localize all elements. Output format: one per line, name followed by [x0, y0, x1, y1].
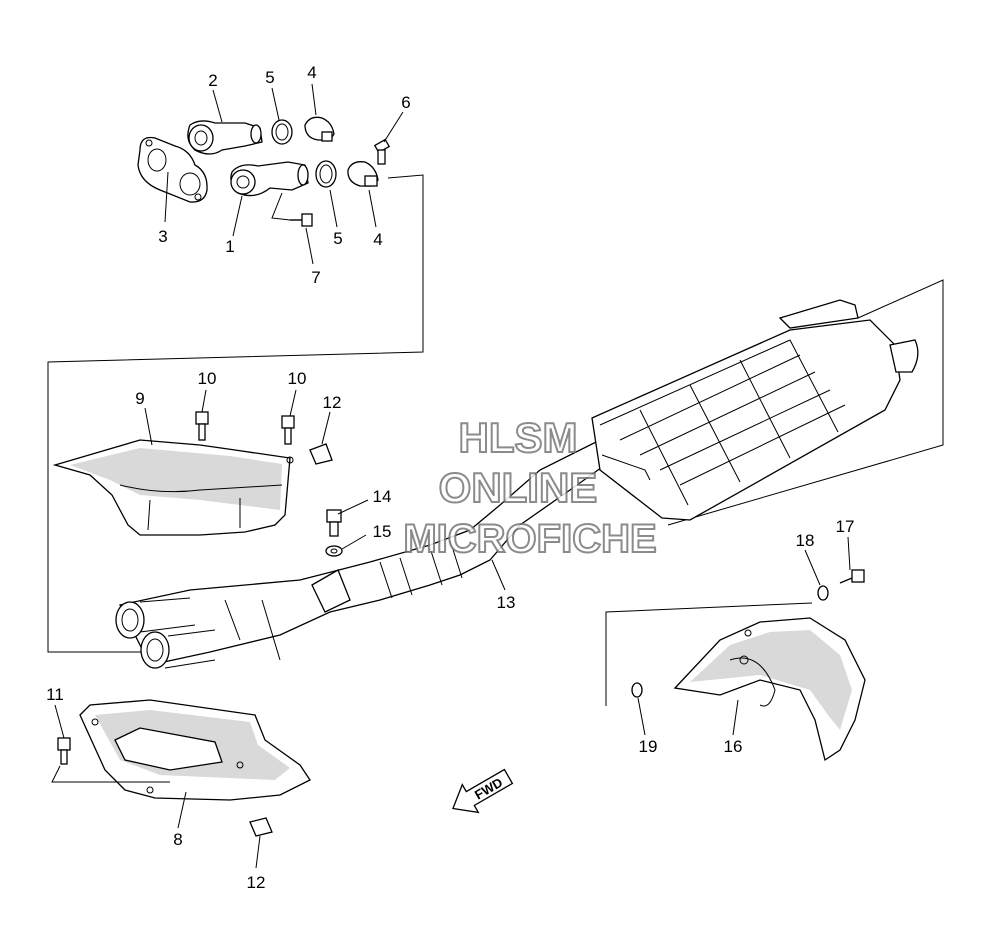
gasket-3[interactable]	[137, 136, 208, 203]
exhaust-pipe-1[interactable]	[230, 161, 309, 221]
leader-lines	[51, 83, 851, 869]
forward-direction-arrow: FWD	[452, 768, 514, 814]
exhaust-pipe-13[interactable]	[115, 439, 613, 669]
callout-12-lower: 12	[247, 873, 266, 892]
bolt-11[interactable]	[57, 737, 71, 765]
washer-15[interactable]	[325, 545, 343, 557]
skid-plate-8[interactable]	[79, 699, 311, 801]
callout-16: 16	[724, 737, 743, 756]
callout-5-upper: 5	[265, 68, 274, 87]
callout-12-upper: 12	[323, 393, 342, 412]
heat-shield-9[interactable]	[52, 439, 294, 536]
washer-18[interactable]	[817, 585, 829, 601]
callout-10-right: 10	[288, 369, 307, 388]
group-outline-front	[47, 174, 424, 653]
callout-13: 13	[497, 593, 516, 612]
callout-14: 14	[373, 487, 392, 506]
muffler[interactable]	[591, 299, 919, 521]
callout-18: 18	[796, 531, 815, 550]
callout-5-lower: 5	[333, 229, 342, 248]
callout-15: 15	[373, 522, 392, 541]
washer-19[interactable]	[631, 682, 643, 698]
clamp-4-lower[interactable]	[347, 161, 379, 187]
callout-4-upper: 4	[307, 63, 316, 82]
callout-labels: 1 2 3 4 4 5 5 6 7 8 9 10 10 11 12 12 13 …	[46, 63, 854, 892]
bolt-7[interactable]	[290, 213, 313, 227]
watermark-line-1: HLSM	[459, 414, 578, 461]
callout-8: 8	[173, 830, 182, 849]
callout-4-lower: 4	[373, 230, 382, 249]
callout-19: 19	[639, 737, 658, 756]
callout-7: 7	[311, 268, 320, 287]
gasket-ring-5-lower[interactable]	[315, 160, 337, 188]
callout-9: 9	[135, 389, 144, 408]
callout-1: 1	[225, 237, 234, 256]
callout-6: 6	[401, 93, 410, 112]
gasket-ring-5-upper[interactable]	[271, 119, 293, 145]
watermark-line-3: MICROFICHE	[403, 517, 656, 561]
bolt-10-left[interactable]	[195, 411, 209, 441]
bolt-14[interactable]	[326, 509, 342, 537]
clamp-4-upper[interactable]	[304, 116, 335, 142]
bolt-17[interactable]	[839, 569, 865, 584]
bolt-10-right[interactable]	[281, 415, 295, 445]
muffler-protector-16[interactable]	[673, 617, 866, 762]
clip-12-upper[interactable]	[309, 443, 333, 465]
callout-11: 11	[46, 685, 64, 704]
exhaust-pipe-2[interactable]	[187, 120, 263, 155]
callout-3: 3	[158, 227, 167, 246]
callout-10-left: 10	[198, 369, 217, 388]
watermark-line-2: ONLINE	[439, 464, 598, 511]
bolt-6[interactable]	[373, 138, 391, 165]
group-outline-muffler	[605, 279, 944, 706]
clip-12-lower[interactable]	[249, 817, 273, 837]
watermark: HLSM ONLINE MICROFICHE	[402, 413, 657, 562]
callout-2: 2	[208, 71, 217, 90]
callout-17: 17	[836, 517, 855, 536]
